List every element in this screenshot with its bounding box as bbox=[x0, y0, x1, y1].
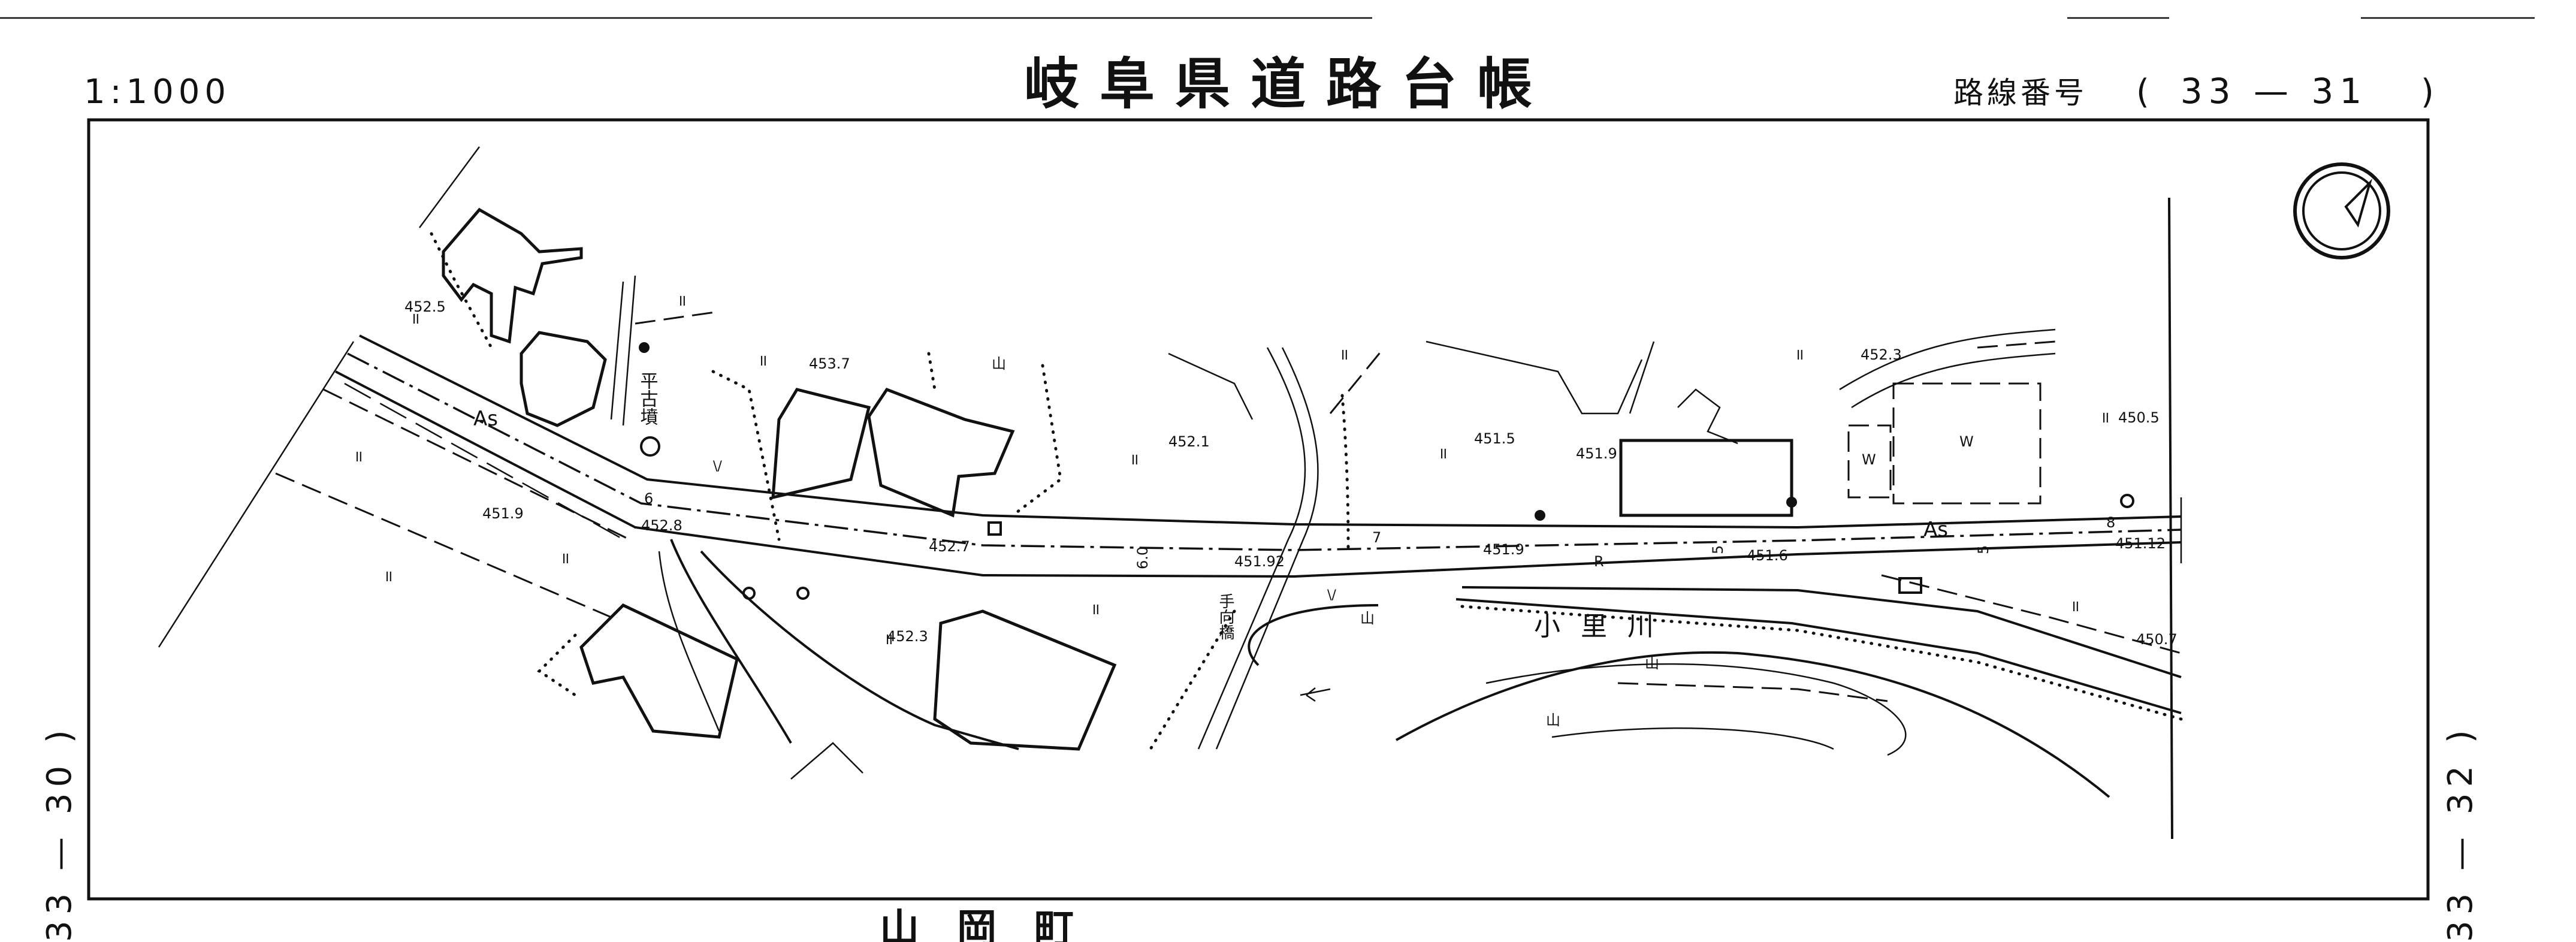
width-5: 5 bbox=[1975, 545, 1992, 554]
building-cluster-middle bbox=[711, 352, 1062, 541]
width-6: 8 bbox=[2106, 514, 2115, 531]
building-cluster-lower-left bbox=[537, 603, 1117, 780]
road-surface-label-left: As bbox=[473, 407, 498, 431]
elevation-12: 451.9 bbox=[1483, 541, 1524, 558]
elevation-7: 450.5 bbox=[2118, 409, 2160, 426]
route-close-paren: ) bbox=[2421, 73, 2434, 111]
branch-road bbox=[658, 539, 1019, 750]
elevation-1: 452.5 bbox=[404, 298, 446, 315]
lot-boundaries bbox=[158, 146, 2056, 648]
riverside-road bbox=[1455, 197, 2183, 840]
adjacent-sheet-left: 33 — 30 ) bbox=[40, 724, 79, 942]
route-number-label: 路線番号 bbox=[1953, 76, 2088, 110]
elevation-16: 450.7 bbox=[2136, 631, 2178, 648]
wasteland-symbol-1: 山 bbox=[992, 355, 1006, 372]
elevation-6: 452.3 bbox=[1861, 346, 1902, 363]
width-4: 5 bbox=[1710, 545, 1726, 554]
elevation-10: 452.7 bbox=[929, 538, 970, 555]
water-symbol-1: W bbox=[1862, 451, 1876, 468]
main-road bbox=[323, 334, 2182, 578]
elevation-5: 451.9 bbox=[1576, 445, 1617, 462]
wasteland-symbol-3: 山 bbox=[1645, 655, 1659, 672]
north-arrow-icon bbox=[2293, 162, 2390, 259]
route-number-value: 33 — 31 bbox=[2181, 71, 2367, 111]
adjacent-sheet-right: 33 — 32 ) bbox=[2441, 724, 2480, 942]
district-name: 山 岡 町 bbox=[880, 905, 1086, 942]
paddy-symbol-10: ॥ bbox=[560, 550, 570, 567]
building-cluster-right bbox=[1426, 328, 2056, 517]
elevation-9: 452.8 bbox=[641, 517, 682, 534]
paddy-symbol-8: ॥ bbox=[2100, 409, 2110, 427]
paddy-symbol-13: ॥ bbox=[2070, 597, 2080, 615]
river bbox=[1248, 604, 2110, 798]
paddy-symbol-6: ॥ bbox=[1438, 445, 1448, 463]
paddy-symbol-1: ॥ bbox=[410, 310, 420, 328]
paddy-symbol-12: ॥ bbox=[1091, 600, 1100, 618]
paddy-symbol-9: ॥ bbox=[354, 448, 363, 466]
paddy-symbol-5: ॥ bbox=[1339, 346, 1349, 364]
width-1: 6.0 bbox=[1134, 547, 1151, 569]
landmark-name: 平古墳 bbox=[637, 372, 659, 425]
elevation-15: 452.3 bbox=[887, 628, 928, 645]
paddy-symbol-11: ॥ bbox=[383, 567, 393, 585]
elevation-3: 452.1 bbox=[1168, 433, 1210, 450]
building-cluster-left bbox=[430, 207, 636, 427]
width-2: 6 bbox=[644, 490, 653, 507]
paddy-symbol-2: ॥ bbox=[677, 292, 687, 310]
wasteland-symbol-4: 山 bbox=[1546, 712, 1560, 729]
paddy-symbol-14: ॥ bbox=[884, 630, 893, 648]
river-flag: R bbox=[1594, 553, 1604, 570]
elevation-8: 451.9 bbox=[482, 505, 524, 522]
scale-label: 1:1000 bbox=[84, 73, 231, 111]
paddy-symbol-4: ॥ bbox=[1130, 451, 1139, 469]
water-symbol-2: W bbox=[1959, 433, 1974, 450]
route-open-paren: ( bbox=[2136, 73, 2149, 111]
bridge-name: 手向橋 bbox=[1216, 593, 1234, 640]
paddy-symbol-3: ॥ bbox=[758, 352, 768, 370]
elevation-2: 453.7 bbox=[809, 355, 850, 372]
elevation-13: 451.6 bbox=[1747, 547, 1788, 564]
river-name: 小 里 川 bbox=[1534, 611, 1660, 642]
survey-points bbox=[639, 342, 2134, 600]
field-symbol-2: \/ bbox=[1327, 588, 1336, 603]
elevation-14: 451.12 bbox=[2115, 535, 2166, 552]
bridge-stream bbox=[1149, 347, 1350, 751]
road-surface-label-right: As bbox=[1923, 518, 1948, 542]
paddy-symbol-7: ॥ bbox=[1795, 346, 1804, 364]
map-frame bbox=[87, 118, 2430, 901]
elevation-4: 451.5 bbox=[1474, 430, 1515, 447]
width-3: 7 bbox=[1372, 529, 1381, 546]
wasteland-symbol-2: 山 bbox=[1360, 610, 1375, 627]
elevation-11: 451.92 bbox=[1234, 553, 1285, 570]
sheet-title: 岐阜県道路台帳 bbox=[1024, 52, 1553, 116]
field-symbol-1: \/ bbox=[713, 459, 722, 474]
